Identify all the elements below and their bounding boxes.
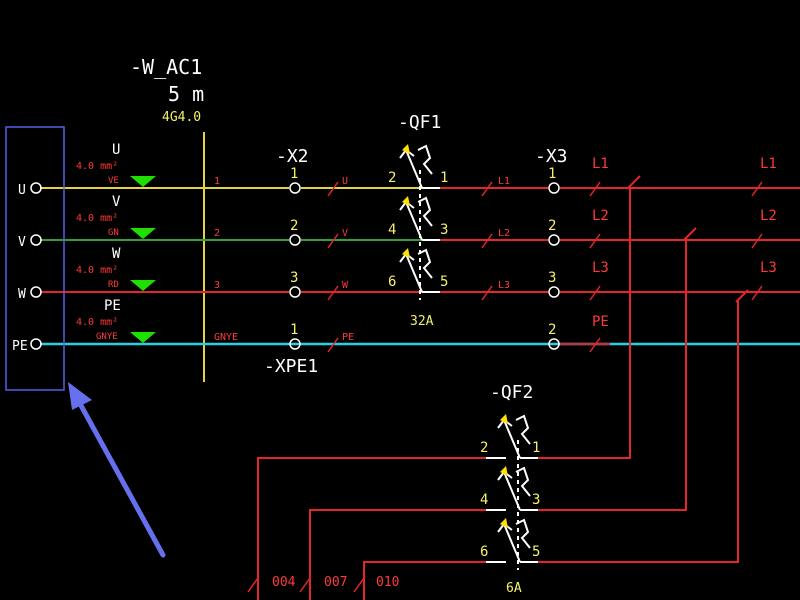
pointer-arrow [68,382,166,558]
breaker-qf1-name: -QF1 [398,112,441,133]
terminal-x3-pin-1: 1 [548,166,556,182]
wire-label-l1: L1 [498,176,510,187]
breaker-qf1-rating: 32A [410,314,434,329]
breaker-qf2-out-1: 1 [532,440,540,456]
terminal-x3-circles [548,182,560,350]
wire-size-w: 4.0 mm² [76,265,118,276]
breaker-qf2-out-3: 3 [532,492,540,508]
terminal-x3-out-l2: L2 [592,208,609,224]
breaker-qf2-out-5: 5 [532,544,540,560]
cable-length: 5 m [168,82,204,106]
wire-label-u: U [342,176,348,187]
terminal-x3-out-l3: L3 [592,260,609,276]
phase-name-v: V [112,194,121,210]
cable-core-1: 1 [214,176,220,187]
connector-pins [30,182,42,350]
terminal-x2-pin-3: 3 [290,270,298,286]
terminal-x3-pin-pe: 2 [548,322,556,338]
breaker-qf1-out-5: 5 [440,274,448,290]
breaker-qf2-arrows [500,414,508,528]
terminal-x3-name: -X3 [535,146,568,167]
wire-label-w: W [342,280,349,291]
terminal-x2-name: -X2 [276,146,309,167]
terminal-x3-pin-2: 2 [548,218,556,234]
phase-name-pe: PE [104,298,121,314]
bottom-wire-010: 010 [376,575,399,590]
bottom-wire-007: 007 [324,575,347,590]
breaker-qf1-in-4: 4 [388,222,396,238]
wire-color-v: GN [108,228,119,238]
wire-label-l2: L2 [498,228,510,239]
highlight-box [5,126,65,391]
wire-tick-marks [247,181,763,593]
bottom-wire-004: 004 [272,575,296,590]
terminal-x2-pin-2: 2 [290,218,298,234]
terminal-x3-pin-3: 3 [548,270,556,286]
wire-color-w: RD [108,280,119,290]
connector-pin-w: W [18,287,26,302]
breaker-qf2-in-6: 6 [480,544,488,560]
wire-size-pe: 4.0 mm² [76,317,118,328]
wire-label-pe: PE [342,332,354,343]
branch-l1-tap [538,175,641,459]
branch-004 [257,457,486,600]
branch-l3-tap [538,289,749,563]
wire-color-pe: GNYE [96,332,118,342]
right-label-l1: L1 [760,156,777,172]
breaker-qf1-in-2: 2 [388,170,396,186]
breaker-qf2-symbol [486,414,538,570]
connector-pin-u: U [18,183,26,198]
cable-spec: 4G4.0 [162,110,201,125]
right-label-l3: L3 [760,260,777,276]
cable-name: -W_AC1 [130,55,202,79]
breaker-qf2-name: -QF2 [490,382,533,403]
breaker-qf1-out-3: 3 [440,222,448,238]
terminal-x3-out-l1: L1 [592,156,609,172]
branch-007 [309,509,486,600]
breaker-qf2-in-2: 2 [480,440,488,456]
terminal-x3-out-pe: PE [592,314,609,330]
branch-010 [363,561,486,600]
connector-pin-v: V [18,235,26,250]
cable-core-pe: GNYE [214,332,238,343]
breaker-qf1-in-6: 6 [388,274,396,290]
terminal-x2-circles [289,182,301,350]
phase-name-w: W [112,246,121,262]
terminal-xpe1-name: -XPE1 [264,356,318,377]
right-label-l2: L2 [760,208,777,224]
connector-pin-pe: PE [12,339,28,354]
terminal-x2-pin-1: 1 [290,166,298,182]
wire-size-v: 4.0 mm² [76,213,118,224]
wire-color-u: VE [108,176,119,186]
breaker-qf1-arrows [402,144,410,258]
wire-label-l3: L3 [498,280,510,291]
breaker-qf1-symbol [399,144,440,300]
wire-size-u: 4.0 mm² [76,161,118,172]
breaker-qf1-out-1: 1 [440,170,448,186]
wire-label-v: V [342,228,348,239]
cable-core-2: 2 [214,228,220,239]
breaker-qf2-rating: 6A [506,581,522,596]
cable-core-3: 3 [214,280,220,291]
core-markers [130,176,156,343]
terminal-xpe1-pin: 1 [290,322,298,338]
branch-l2-tap [538,227,697,511]
phase-name-u: U [112,142,120,158]
breaker-qf2-in-4: 4 [480,492,488,508]
